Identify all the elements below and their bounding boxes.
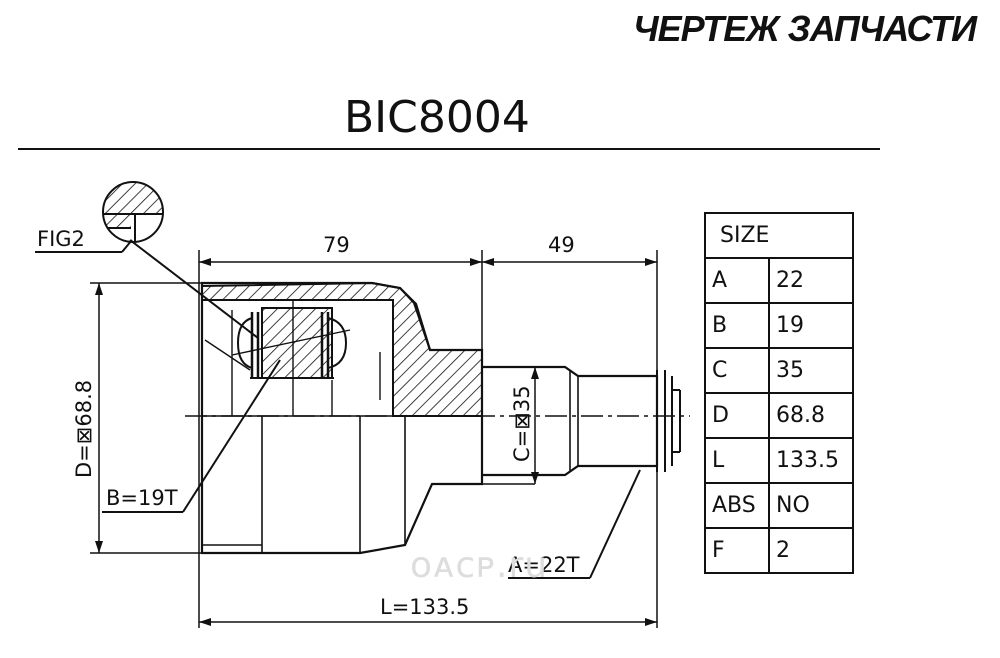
size-value: 2 — [768, 527, 854, 574]
size-table-row: F 2 — [704, 527, 854, 574]
size-table-header-row: SIZE — [704, 212, 854, 259]
dim-c-label: C=⊠35 — [510, 385, 534, 462]
dim-79-label: 79 — [323, 233, 350, 257]
size-value: 35 — [768, 347, 854, 394]
size-value: 68.8 — [768, 392, 854, 439]
size-table-row: L 133.5 — [704, 437, 854, 484]
size-table-row: C 35 — [704, 347, 854, 394]
size-value: 133.5 — [768, 437, 854, 484]
size-key: B — [704, 302, 770, 349]
dim-d-label: D=⊠68.8 — [72, 380, 96, 478]
size-key: C — [704, 347, 770, 394]
size-value: 22 — [768, 257, 854, 304]
size-table-row: D 68.8 — [704, 392, 854, 439]
dim-l-label: L=133.5 — [380, 595, 469, 619]
size-table-row: B 19 — [704, 302, 854, 349]
size-value: NO — [768, 482, 854, 529]
size-key: A — [704, 257, 770, 304]
header-title: ЧЕРТЕЖ ЗАПЧАСТИ — [633, 8, 977, 49]
fig2-detail — [35, 181, 259, 339]
part-number: BIC8004 — [344, 92, 530, 143]
joint-housing — [200, 281, 484, 555]
title-underline — [18, 148, 880, 150]
dim-b-label: B=19T — [106, 486, 178, 510]
size-key: ABS — [704, 482, 770, 529]
size-table-row: A 22 — [704, 257, 854, 304]
shaft-stub — [482, 365, 681, 477]
watermark: ᴏᴀᴄᴘ.ru — [410, 545, 549, 586]
leader-lines — [102, 359, 641, 579]
size-key: L — [704, 437, 770, 484]
dim-49-label: 49 — [548, 233, 575, 257]
size-value: 19 — [768, 302, 854, 349]
size-table: SIZE A 22 B 19 C 35 D 68.8 L 133.5 ABS N… — [704, 212, 854, 574]
size-table-row: ABS NO — [704, 482, 854, 529]
size-key: F — [704, 527, 770, 574]
size-table-header: SIZE — [704, 212, 854, 259]
dim-a-label: A=22T — [508, 553, 580, 577]
size-key: D — [704, 392, 770, 439]
fig2-label: FIG2 — [37, 227, 85, 251]
